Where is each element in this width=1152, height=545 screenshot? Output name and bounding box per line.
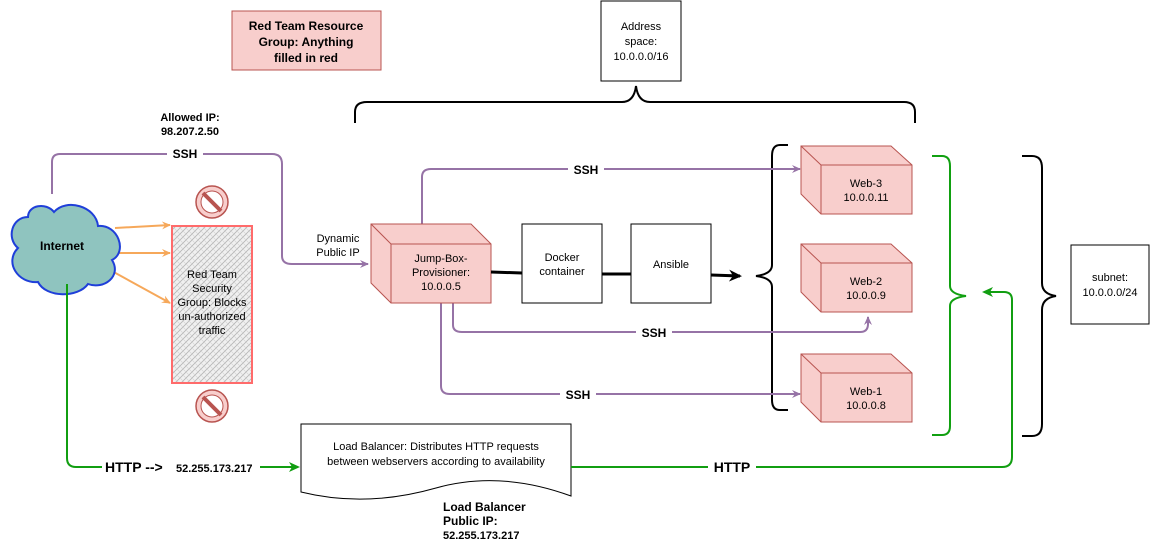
allowed-ip-value: 98.207.2.50 bbox=[161, 126, 219, 138]
load-balancer-box: Load Balancer: Distributes HTTP requests… bbox=[300, 423, 572, 500]
address-space-box: Address space: 10.0.0.0/16 bbox=[600, 0, 682, 82]
security-group-line-2: Security bbox=[192, 283, 232, 295]
legend-line-1: Red Team Resource bbox=[249, 19, 364, 33]
legend-line-2: Group: Anything bbox=[259, 35, 354, 49]
address-space-line-2: space: bbox=[625, 36, 657, 48]
jumpbox-line-1: Jump-Box- bbox=[414, 253, 468, 265]
ansible-box: Ansible bbox=[630, 223, 712, 304]
subnet-line-2: 10.0.0.0/24 bbox=[1082, 287, 1137, 299]
lb-public-ip-line-3: 52.255.173.217 bbox=[443, 530, 519, 542]
web1-node: Web-1 10.0.0.8 bbox=[800, 353, 913, 423]
web3-node: Web-3 10.0.0.11 bbox=[800, 145, 913, 215]
no-entry-icon bbox=[195, 389, 229, 423]
ansible-label: Ansible bbox=[653, 259, 689, 271]
dynamic-ip-line-2: Public IP bbox=[316, 247, 359, 259]
subnet-brace bbox=[1022, 155, 1057, 437]
jumpbox-line-3: 10.0.0.5 bbox=[421, 281, 461, 293]
subnet-box: subnet: 10.0.0.0/24 bbox=[1070, 244, 1150, 325]
webservers-green-bracket bbox=[932, 155, 967, 436]
http-web-edge bbox=[571, 287, 1013, 468]
no-entry-icon bbox=[195, 185, 229, 219]
jumpbox-line-2: Provisioner: bbox=[412, 267, 470, 279]
security-group-line-5: traffic bbox=[199, 325, 226, 337]
provision-line-1 bbox=[490, 270, 523, 275]
security-group-box: Red Team Security Group: Blocks un-autho… bbox=[171, 225, 253, 384]
internet-cloud: Internet bbox=[10, 203, 121, 296]
ssh-web3-edge bbox=[421, 165, 801, 224]
dynamic-ip-line-1: Dynamic bbox=[317, 233, 360, 245]
ssh-web2-label: SSH bbox=[642, 326, 667, 340]
ssh-internet-edge bbox=[51, 153, 369, 268]
web1-ip: 10.0.0.8 bbox=[846, 400, 886, 412]
web2-name: Web-2 bbox=[850, 276, 882, 288]
internet-label: Internet bbox=[40, 239, 84, 253]
ssh-web1-label: SSH bbox=[566, 388, 591, 402]
web3-ip: 10.0.0.11 bbox=[843, 192, 888, 204]
security-group-line-3: Group: Blocks bbox=[177, 297, 247, 309]
subnet-line-1: subnet: bbox=[1092, 272, 1128, 284]
http-web-label: HTTP bbox=[714, 459, 751, 475]
load-balancer-line-1: Load Balancer: Distributes HTTP requests bbox=[333, 441, 539, 453]
load-balancer-line-2: between webservers according to availabi… bbox=[327, 456, 545, 468]
web1-name: Web-1 bbox=[850, 386, 882, 398]
provision-line-3 bbox=[710, 269, 742, 282]
legend-box: Red Team Resource Group: Anything filled… bbox=[231, 10, 382, 71]
web2-ip: 10.0.0.9 bbox=[846, 290, 886, 302]
ssh-internet-label: SSH bbox=[173, 147, 198, 161]
docker-container-box: Docker container bbox=[521, 223, 603, 304]
http-lb-ip: 52.255.173.217 bbox=[176, 463, 252, 475]
docker-line-2: container bbox=[539, 266, 585, 278]
address-space-line-1: Address bbox=[621, 21, 662, 33]
jumpbox-node: Jump-Box- Provisioner: 10.0.0.5 bbox=[370, 223, 492, 304]
http-internet-edge bbox=[66, 284, 300, 472]
web2-node: Web-2 10.0.0.9 bbox=[800, 243, 913, 313]
http-lb-label: HTTP --> bbox=[105, 459, 163, 475]
blocked-traffic-arrows bbox=[109, 221, 171, 304]
security-group-line-1: Red Team bbox=[187, 269, 237, 281]
lb-public-ip-line-2: Public IP: bbox=[443, 514, 498, 528]
legend-line-3: filled in red bbox=[274, 51, 338, 65]
ssh-web1-edge bbox=[440, 303, 801, 398]
allowed-ip-label: Allowed IP: bbox=[160, 112, 219, 124]
ssh-web3-label: SSH bbox=[574, 163, 599, 177]
web3-name: Web-3 bbox=[850, 178, 882, 190]
webservers-black-bracket bbox=[755, 144, 788, 411]
lb-public-ip-line-1: Load Balancer bbox=[443, 500, 526, 514]
security-group-line-4: un-authorized bbox=[178, 311, 245, 323]
docker-line-1: Docker bbox=[545, 252, 580, 264]
address-space-brace bbox=[354, 85, 916, 123]
address-space-line-3: 10.0.0.0/16 bbox=[613, 51, 668, 63]
